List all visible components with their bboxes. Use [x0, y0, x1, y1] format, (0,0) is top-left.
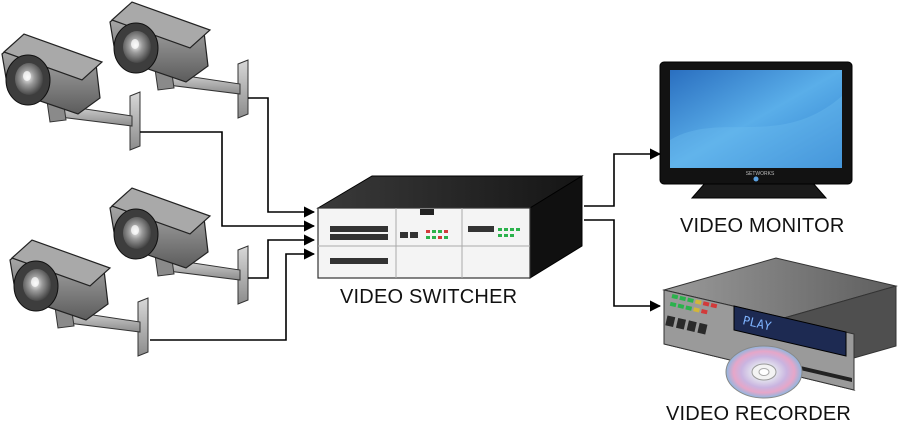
wire-to-recorder — [584, 219, 662, 312]
output-wires — [584, 148, 662, 312]
wire-camera-1 — [248, 97, 316, 218]
wire-camera-3 — [248, 234, 316, 279]
recorder-display-text: PLAY — [741, 313, 773, 333]
video-switcher-label: VIDEO SWITCHER — [340, 286, 518, 308]
video-recorder-icon: PLAY — [662, 257, 898, 391]
camera-3-icon — [109, 187, 249, 305]
monitor-brand: SETWORKS — [746, 171, 775, 177]
video-monitor-label: VIDEO MONITOR — [680, 215, 845, 237]
disc-icon — [725, 345, 803, 399]
wire-camera-4 — [150, 248, 316, 341]
video-monitor-icon: SETWORKS — [659, 61, 853, 199]
camera-wires — [140, 97, 316, 341]
wire-camera-2 — [140, 131, 316, 232]
video-switcher-icon — [316, 175, 584, 279]
video-recorder-label: VIDEO RECORDER — [666, 403, 852, 425]
wire-to-monitor — [584, 148, 662, 207]
